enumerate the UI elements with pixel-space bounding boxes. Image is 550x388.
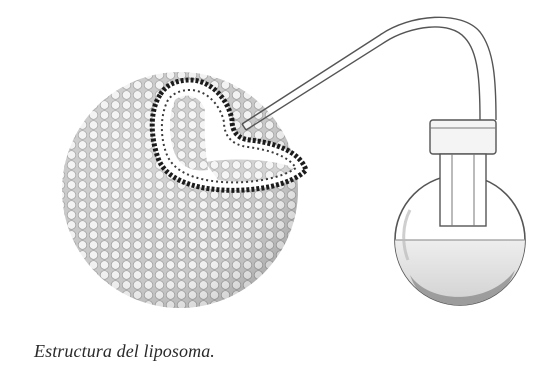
liposome xyxy=(62,72,306,308)
glass-tube xyxy=(242,17,496,130)
figure-caption: Estructura del liposoma. xyxy=(34,341,215,362)
round-bottom-flask xyxy=(390,120,530,310)
glass-tube-outer xyxy=(246,27,480,130)
flask-neck xyxy=(440,154,486,226)
flask-stopper xyxy=(430,120,496,154)
liposome-illustration xyxy=(0,0,550,330)
